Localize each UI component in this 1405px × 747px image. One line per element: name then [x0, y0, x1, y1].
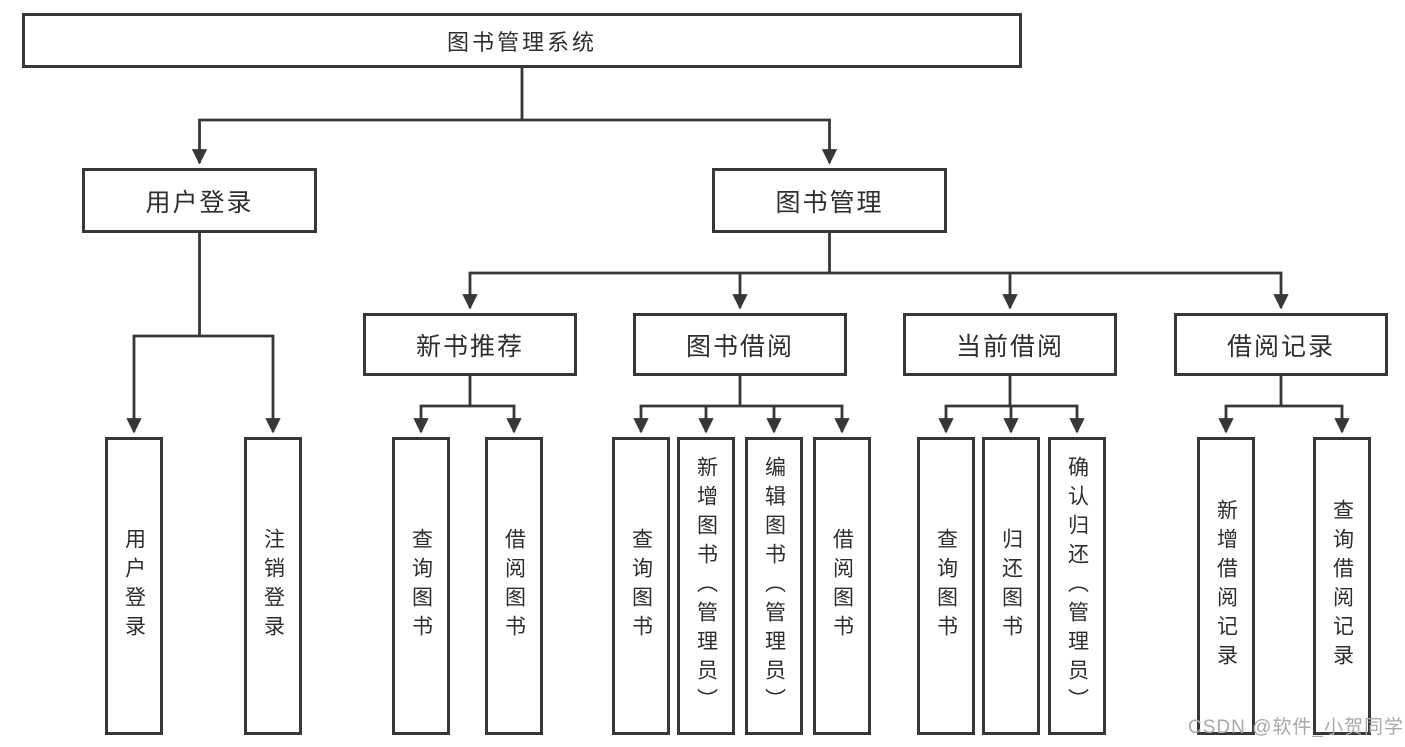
node-book-management: 图书管理 [712, 168, 947, 233]
node-book-borrowing: 图书借阅 [633, 313, 847, 376]
node-current-borrowing: 当前借阅 [903, 313, 1117, 376]
node-add-borrow-record: 新增借阅记录 [1197, 437, 1255, 735]
node-query-borrow-record: 查询借阅记录 [1313, 437, 1371, 735]
node-query-books-current: 查询图书 [917, 437, 975, 735]
node-label: 查询借阅记录 [1330, 499, 1354, 673]
node-label: 新增借阅记录 [1214, 499, 1238, 673]
node-label: 图书借阅 [685, 332, 794, 361]
node-label: 归还图书 [999, 528, 1023, 644]
node-library-system: 图书管理系统 [22, 13, 1022, 68]
node-label: 新增图书（管理员） [694, 455, 718, 717]
node-label: 图书管理 [775, 188, 884, 217]
node-query-books-borrowing: 查询图书 [612, 437, 670, 735]
node-label: 确认归还（管理员） [1065, 455, 1089, 717]
node-label: 用户登录 [145, 188, 254, 217]
node-label: 图书管理系统 [446, 29, 597, 55]
node-user-login-leaf: 用户登录 [105, 437, 163, 735]
node-borrow-books-leaf: 借阅图书 [813, 437, 871, 735]
node-label: 新书推荐 [415, 332, 524, 361]
node-label: 编辑图书（管理员） [762, 455, 786, 717]
watermark-text: CSDN @软件_小贺同学 [1188, 717, 1404, 738]
node-label: 查询图书 [629, 528, 653, 644]
node-user-login: 用户登录 [82, 168, 317, 233]
node-borrow-books-recommend: 借阅图书 [485, 437, 543, 735]
node-borrowing-records: 借阅记录 [1174, 313, 1388, 376]
node-label: 查询图书 [409, 528, 433, 644]
node-query-books-recommend: 查询图书 [392, 437, 450, 735]
node-label: 借阅图书 [830, 528, 854, 644]
node-new-book-recommend: 新书推荐 [363, 313, 577, 376]
node-return-books: 归还图书 [982, 437, 1040, 735]
node-label: 查询图书 [934, 528, 958, 644]
node-label: 注销登录 [261, 528, 285, 644]
node-label: 用户登录 [122, 528, 146, 644]
node-logout-leaf: 注销登录 [244, 437, 302, 735]
node-add-books-admin: 新增图书（管理员） [677, 437, 735, 735]
node-label: 借阅图书 [502, 528, 526, 644]
node-confirm-return-admin: 确认归还（管理员） [1048, 437, 1106, 735]
node-label: 借阅记录 [1226, 332, 1335, 361]
node-edit-books-admin: 编辑图书（管理员） [745, 437, 803, 735]
node-label: 当前借阅 [955, 332, 1064, 361]
